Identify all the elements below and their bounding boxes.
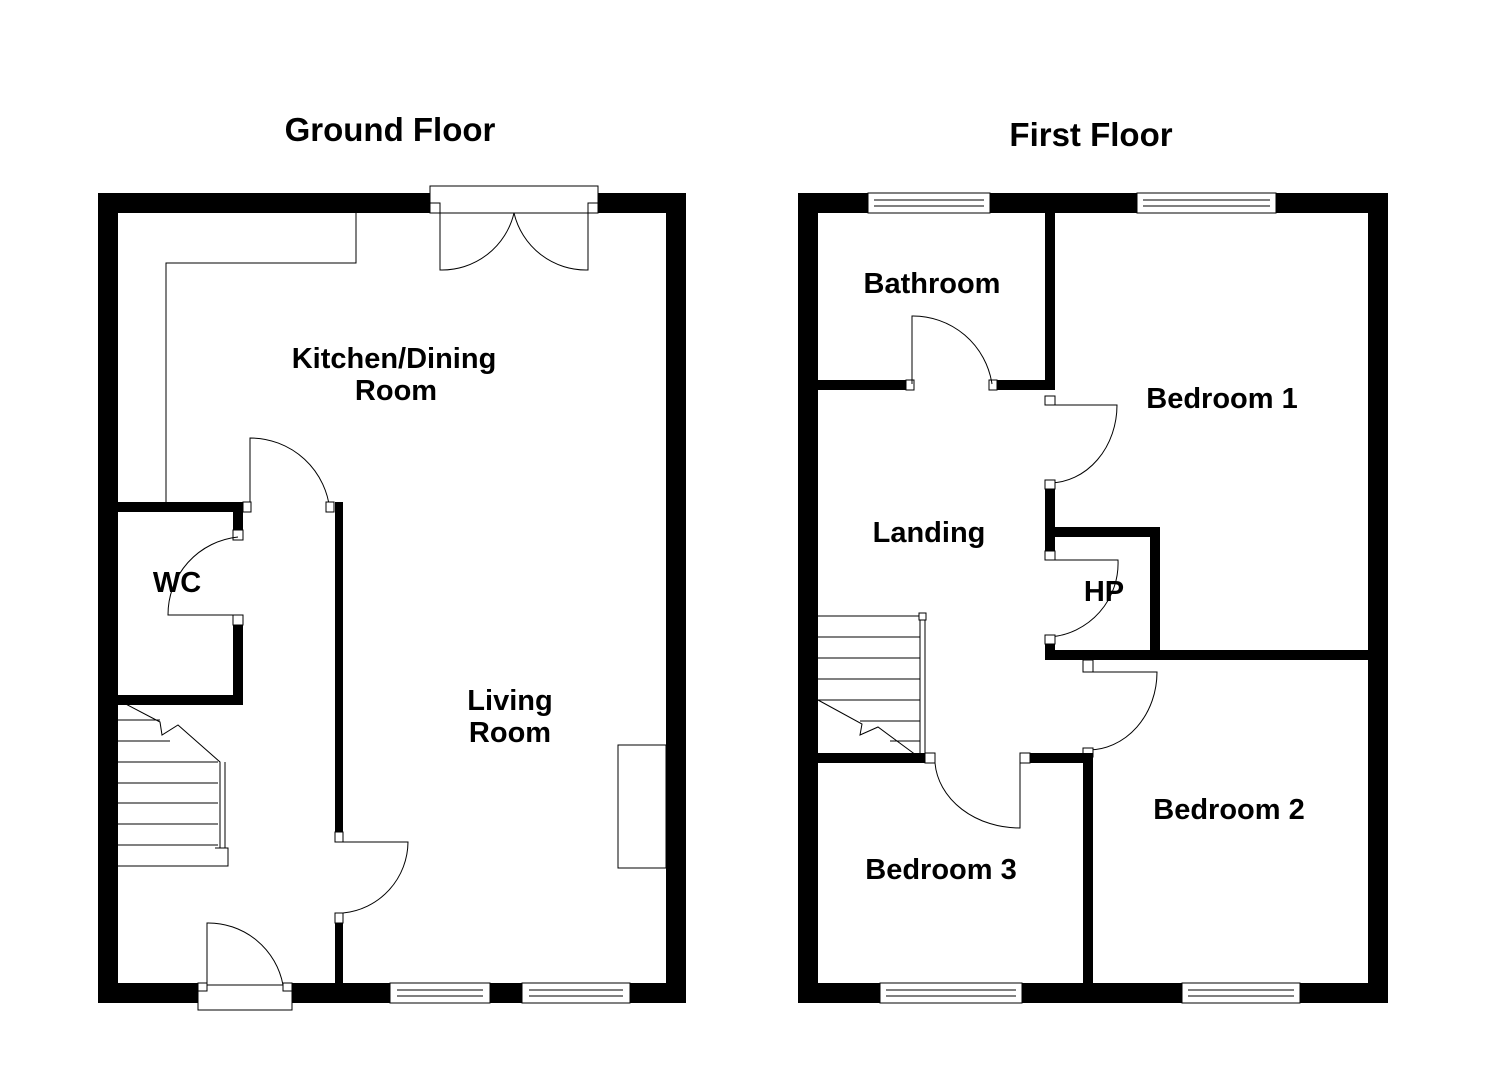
living-label-line2: Room	[469, 717, 551, 749]
bathroom-door	[911, 315, 993, 385]
first-stairs	[817, 612, 927, 759]
kitchen-worktop	[165, 213, 357, 502]
bathroom-label: Bathroom	[864, 268, 1001, 300]
bedroom3-door	[934, 762, 1021, 829]
wc-walls	[118, 502, 244, 705]
bedroom3-label: Bedroom 3	[865, 854, 1016, 886]
hp-label: HP	[1084, 576, 1124, 608]
bedroom2-label: Bedroom 2	[1153, 794, 1304, 826]
first-top-windows	[867, 192, 1277, 214]
living-windows	[389, 982, 631, 1004]
hall-kitchen-door	[242, 437, 335, 513]
front-door	[197, 922, 293, 1011]
fireplace	[617, 744, 667, 869]
wc-label: WC	[153, 567, 201, 599]
living-partition	[334, 502, 409, 983]
bedroom1-hp-walls	[1044, 395, 1368, 660]
living-label-line1: Living	[467, 685, 552, 717]
ground-stairs	[117, 699, 229, 867]
bedroom1-label: Bedroom 1	[1146, 383, 1297, 415]
ground-floor-title: Ground Floor	[285, 111, 496, 148]
bedroom2-door	[1087, 671, 1158, 751]
ground-outer-walls	[98, 193, 686, 1003]
kitchen-label-line1: Kitchen/Dining	[292, 343, 497, 375]
landing-label: Landing	[873, 517, 986, 549]
first-floor-plan: First Floor	[798, 116, 1388, 1004]
ground-floor-plan: Ground Floor	[98, 111, 686, 1011]
first-floor-title: First Floor	[1009, 116, 1172, 153]
wc-door	[167, 536, 239, 616]
bedroom1-door	[1049, 404, 1118, 484]
hp-door	[1049, 559, 1119, 638]
bedroom2-walls	[1082, 659, 1158, 983]
bedroom3-walls	[818, 752, 1093, 829]
kitchen-label-line2: Room	[355, 375, 437, 407]
french-doors	[429, 185, 599, 271]
first-bottom-windows	[879, 982, 1301, 1004]
bathroom-walls	[818, 213, 1055, 391]
